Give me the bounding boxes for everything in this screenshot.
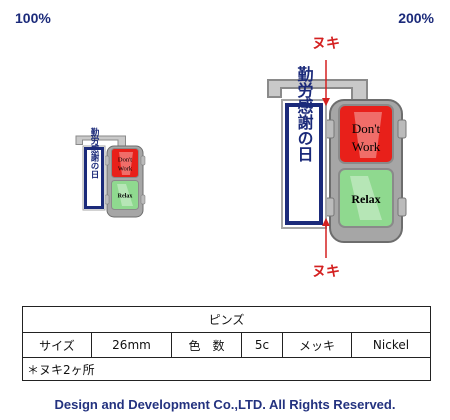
pin-illustration-200: Don't Work Relax 勤労感謝の日 ヌキ ヌキ <box>267 36 407 280</box>
scale-label-100: 100% <box>15 10 51 26</box>
pin-bracket <box>75 135 126 148</box>
spec-value-size: 26mm <box>91 332 172 358</box>
svg-text:Don't: Don't <box>118 157 132 164</box>
pin-illustration-100: Don't Work Relax 勤労感謝の日 <box>75 127 146 218</box>
green-signal-text: Relax <box>351 192 380 206</box>
scale-label-200: 200% <box>398 10 434 26</box>
footer-copyright: Design and Development Co.,LTD. All Righ… <box>54 397 396 412</box>
spec-table-title: ピンズ <box>22 306 431 333</box>
spec-label-colors: 色 数 <box>171 332 242 358</box>
red-signal-text-line2: Work <box>352 139 381 154</box>
spec-label-size: サイズ <box>22 332 92 358</box>
vertical-sign-text: 勤労感謝の日 <box>295 65 314 162</box>
standing-figure-icon <box>350 176 382 220</box>
vertical-sign-plate <box>285 103 323 225</box>
vertical-sign-plate <box>84 147 104 209</box>
walking-figure-icon <box>354 112 382 158</box>
red-signal-text-line1: Don't <box>352 121 381 136</box>
pin-graphic: Don't Work Relax 勤労感謝の日 <box>75 127 146 218</box>
green-signal <box>338 168 394 228</box>
cut-arrow-top-icon <box>322 98 330 106</box>
svg-text:Work: Work <box>118 166 133 173</box>
green-signal <box>111 180 139 210</box>
walking-figure-icon <box>119 152 133 175</box>
spec-table: ピンズ サイズ 26mm 色 数 5c メッキ Nickel ＊ヌキ2ヶ所 <box>22 306 431 381</box>
cut-label-top: ヌキ <box>312 36 340 52</box>
spec-note: ＊ヌキ2ヶ所 <box>22 357 431 381</box>
vertical-sign-text: 勤労感謝の日 <box>89 127 99 180</box>
spec-label-plating: メッキ <box>282 332 352 358</box>
red-signal <box>338 104 394 164</box>
pin-bracket <box>267 79 368 104</box>
spec-value-plating: Nickel <box>351 332 431 358</box>
standing-figure-icon <box>117 184 133 206</box>
red-signal <box>111 148 139 178</box>
spec-value-colors: 5c <box>241 332 283 358</box>
cut-label-bottom: ヌキ <box>312 264 340 280</box>
cut-arrow-bottom-icon <box>322 218 330 226</box>
svg-text:Relax: Relax <box>118 194 133 200</box>
